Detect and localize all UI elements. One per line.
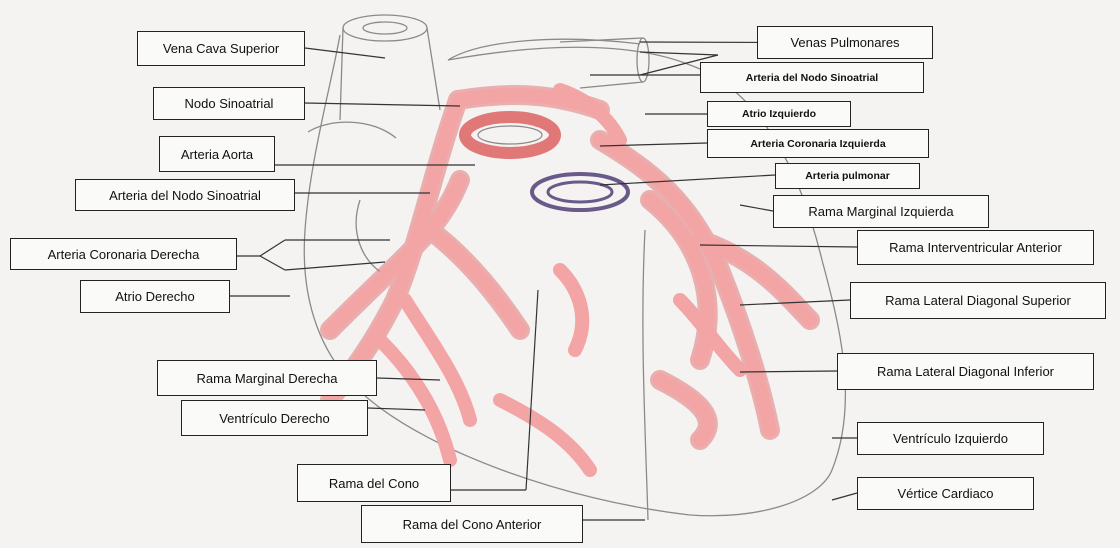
label-ventriculo-izquierdo: Ventrículo Izquierdo (857, 422, 1044, 455)
label-rama-lateral-diagonal-superior: Rama Lateral Diagonal Superior (850, 282, 1106, 319)
label-atrio-derecho: Atrio Derecho (80, 280, 230, 313)
label-arteria-nodo-sinoatrial-left: Arteria del Nodo Sinoatrial (75, 179, 295, 211)
label-arteria-aorta: Arteria Aorta (159, 136, 275, 172)
label-rama-lateral-diagonal-inferior: Rama Lateral Diagonal Inferior (837, 353, 1094, 390)
pulmonary-veins (560, 38, 649, 88)
label-vertice-cardiaco: Vértice Cardiaco (857, 477, 1034, 510)
label-arteria-nodo-sinoatrial-right: Arteria del Nodo Sinoatrial (700, 62, 924, 93)
label-arteria-coronaria-izquierda: Arteria Coronaria Izquierda (707, 129, 929, 158)
label-atrio-izquierdo: Atrio Izquierdo (707, 101, 851, 127)
pulmonary-artery-ring (532, 174, 628, 210)
label-rama-del-cono-anterior: Rama del Cono Anterior (361, 505, 583, 543)
label-rama-del-cono: Rama del Cono (297, 464, 451, 502)
label-rama-marginal-derecha: Rama Marginal Derecha (157, 360, 377, 396)
label-rama-marginal-izquierda: Rama Marginal Izquierda (773, 195, 989, 228)
label-ventriculo-derecho: Ventrículo Derecho (181, 400, 368, 436)
label-rama-interventricular-anterior: Rama Interventricular Anterior (857, 230, 1094, 265)
label-venas-pulmonares: Venas Pulmonares (757, 26, 933, 59)
label-arteria-coronaria-derecha: Arteria Coronaria Derecha (10, 238, 237, 270)
label-nodo-sinoatrial: Nodo Sinoatrial (153, 87, 305, 120)
label-vena-cava-superior: Vena Cava Superior (137, 31, 305, 66)
aorta-ring (465, 117, 555, 153)
label-arteria-pulmonar: Arteria pulmonar (775, 163, 920, 189)
